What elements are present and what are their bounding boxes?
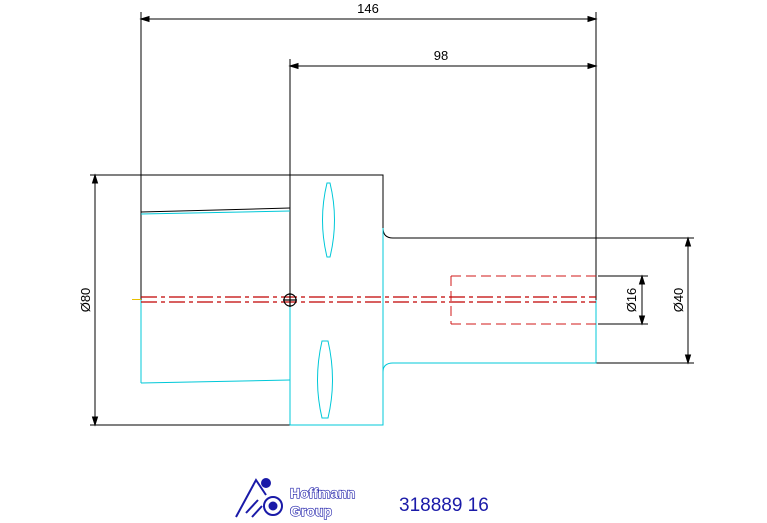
dimension-d80-label: Ø80	[78, 288, 93, 313]
dimension-98	[288, 59, 598, 298]
dimension-d16-label: Ø16	[624, 288, 639, 313]
hoffmann-group-logo: Hoffmann Group	[235, 478, 356, 520]
part-number: 318889 16	[399, 495, 489, 516]
dimension-d16	[598, 274, 648, 326]
dimension-d40-label: Ø40	[671, 288, 686, 313]
dimension-146	[139, 12, 598, 303]
slot-upper	[322, 182, 335, 258]
centerline	[132, 296, 596, 303]
dimension-98-label: 98	[434, 48, 448, 63]
dimension-d80	[90, 173, 290, 427]
bore-hidden-lines	[450, 275, 596, 325]
slot-lower	[317, 340, 333, 419]
center-mark-icon	[283, 293, 297, 307]
dimension-146-label: 146	[357, 1, 379, 16]
logo-line1: Hoffmann	[290, 485, 355, 501]
part-body-cyan	[140, 210, 597, 426]
logo-line2: Group	[290, 503, 332, 519]
logo-emblem-icon	[235, 478, 283, 518]
dimension-d40	[596, 236, 694, 365]
part-outline-black	[140, 174, 597, 300]
